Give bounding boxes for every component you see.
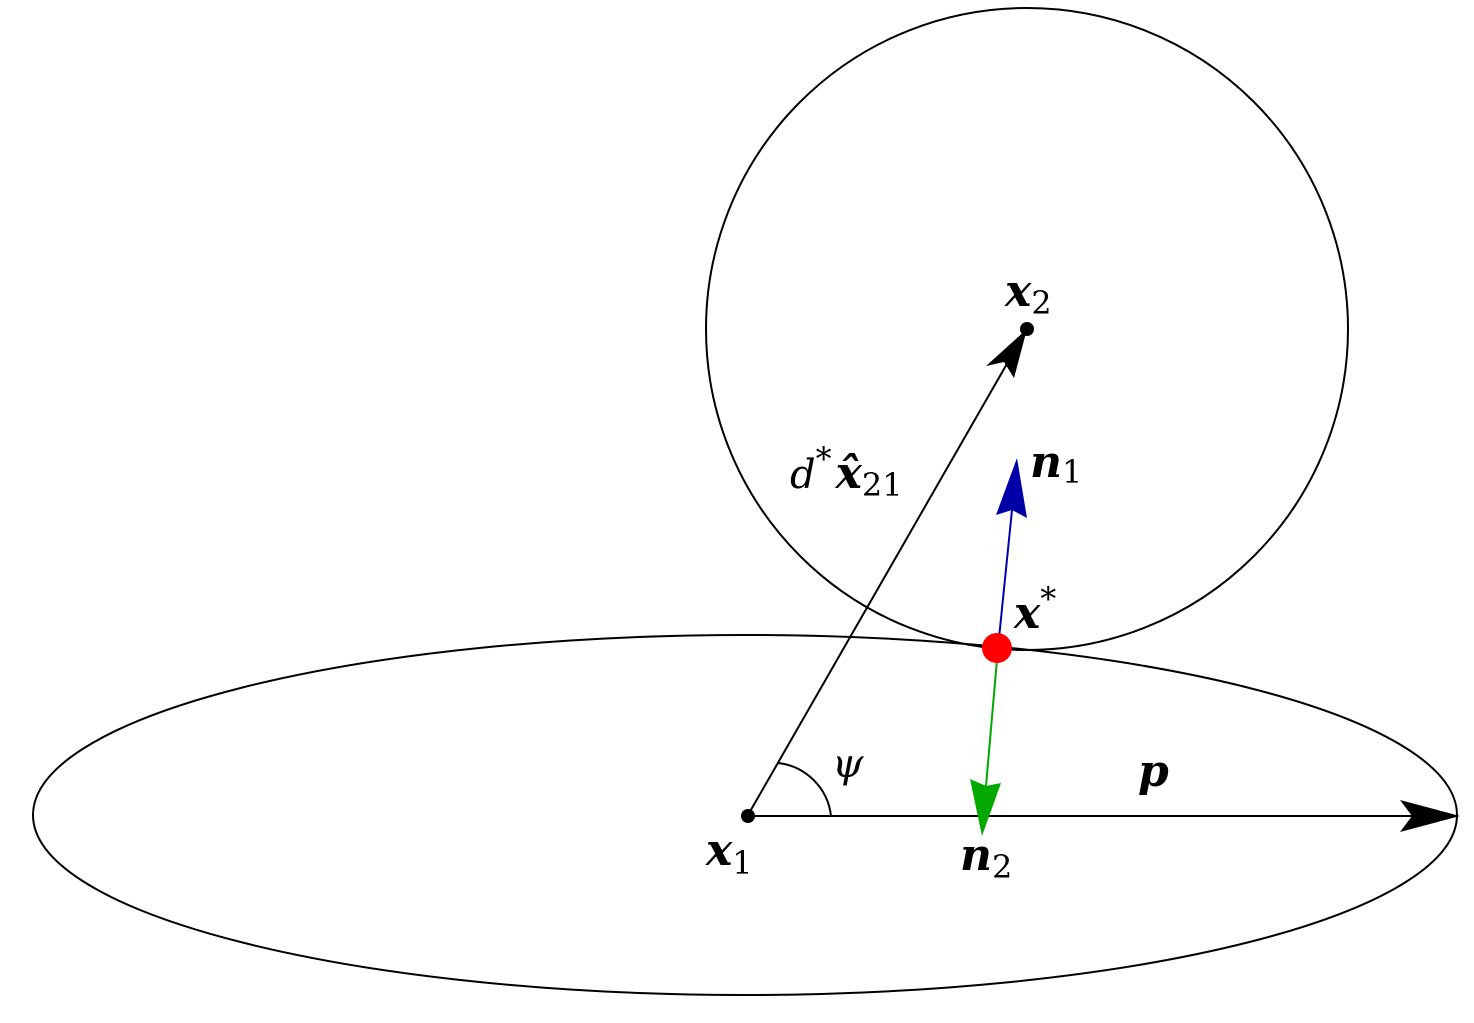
normal-n1-arrowhead	[996, 458, 1027, 518]
label-x1: x1	[705, 825, 753, 882]
angle-psi-arc	[777, 762, 832, 817]
label-p: p	[1138, 746, 1169, 797]
contact-point-xstar	[982, 633, 1012, 663]
vector-d-x21-arrowhead	[986, 329, 1027, 378]
vector-p-arrowhead	[1400, 800, 1460, 832]
label-n1: n1	[1030, 437, 1082, 491]
point-x1	[741, 809, 755, 823]
point-x2	[1020, 322, 1034, 336]
normal-n2-line	[985, 647, 999, 787]
normal-n2-arrowhead	[970, 779, 1001, 836]
label-x2: x2	[1004, 266, 1052, 322]
vector-d-x21-line	[747, 361, 1009, 816]
label-psi: ψ	[832, 741, 864, 787]
circle-body-2	[705, 7, 1349, 651]
label-d-x21: d*x̂21	[790, 440, 903, 504]
ellipse-body-1	[32, 634, 1458, 996]
label-xstar: x*	[1013, 580, 1056, 639]
label-n2: n2	[960, 830, 1012, 886]
normal-n1-line	[997, 509, 1013, 649]
